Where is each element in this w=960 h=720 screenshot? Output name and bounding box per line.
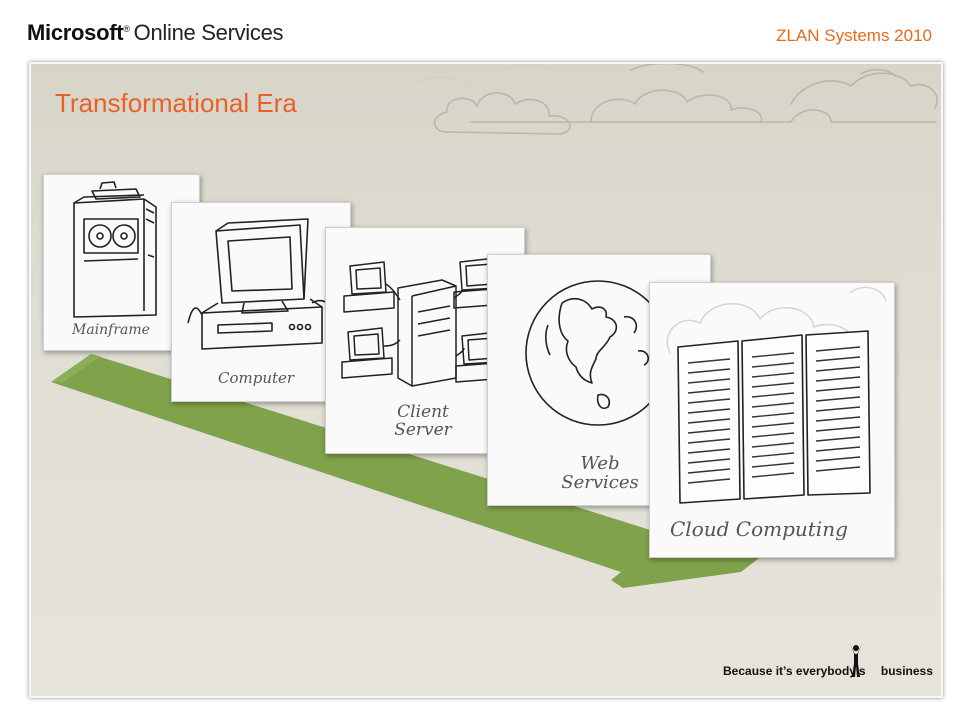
- company-name: ZLAN Systems 2010: [776, 26, 932, 45]
- card-label-cloud-computing: Cloud Computing: [670, 517, 848, 541]
- card-cloud-computing: Cloud Computing: [649, 282, 895, 558]
- cloud-sketch-icon: [410, 64, 938, 135]
- microsoft-online-services-logo: Microsoft®Online Services: [27, 20, 284, 46]
- registered-mark: ®: [123, 23, 130, 34]
- brand-bold: Microsoft: [27, 20, 124, 45]
- card-label-mainframe: Mainframe: [72, 322, 150, 338]
- tagline-text: Because it’s everybody’s: [723, 664, 866, 678]
- timeline-arrow: [51, 354, 759, 588]
- slide-frame: Transformational Era Mainframe: [29, 62, 943, 698]
- tagline-business: business: [880, 664, 933, 678]
- person-figure-icon: [850, 644, 862, 677]
- mainframe-icon: [73, 181, 157, 318]
- brand-rest: Online Services: [133, 20, 284, 45]
- card-label-web-services: Web Services: [561, 453, 639, 493]
- page-title: Transformational Era: [55, 88, 297, 118]
- card-computer: Computer: [171, 202, 351, 402]
- tagline: Because it’s everybody’s business: [723, 644, 933, 684]
- server-racks-icon: [666, 286, 887, 504]
- card-label-computer: Computer: [218, 369, 295, 387]
- card-label-client-server: Client Server: [394, 402, 452, 440]
- header: Microsoft®Online Services ZLAN Systems 2…: [0, 0, 960, 60]
- client-server-icon: [341, 257, 509, 387]
